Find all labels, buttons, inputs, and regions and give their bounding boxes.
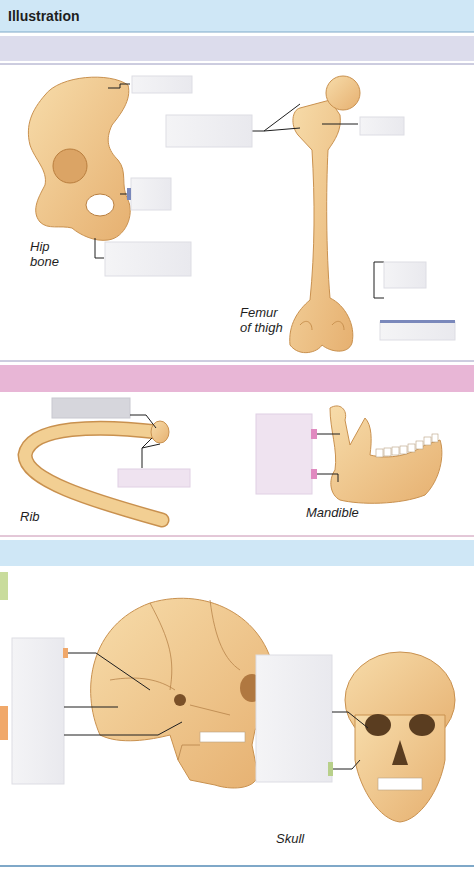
mandible bbox=[330, 406, 442, 503]
side-tab bbox=[0, 572, 8, 600]
section-band bbox=[0, 36, 474, 61]
side-tab bbox=[0, 706, 8, 740]
figure-label: Mandible bbox=[306, 506, 396, 521]
figure-label: Rib bbox=[20, 510, 60, 525]
hip-bone bbox=[28, 77, 130, 240]
blank-boxes bbox=[256, 414, 340, 494]
page-title: Illustration bbox=[8, 8, 80, 24]
blank-boxes bbox=[105, 76, 455, 340]
section-band bbox=[0, 540, 474, 566]
blank-boxes bbox=[52, 398, 190, 487]
section-band bbox=[0, 365, 474, 392]
skull-frontal bbox=[345, 652, 455, 822]
figure-label: Hip bone bbox=[30, 240, 72, 270]
femur bbox=[290, 76, 360, 353]
header-bar bbox=[0, 0, 474, 32]
figure-label: Femur of thigh bbox=[240, 306, 284, 336]
blank-labels bbox=[95, 84, 384, 298]
skull-lateral bbox=[91, 598, 275, 788]
blank-boxes bbox=[12, 638, 368, 784]
figure-label: Skull bbox=[276, 832, 336, 847]
